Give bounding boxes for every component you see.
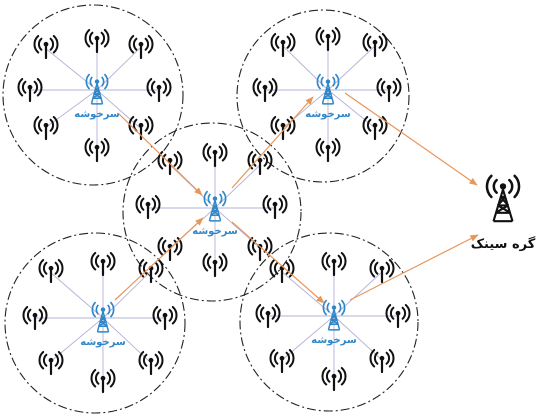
cluster-3: سرخوشه	[122, 122, 302, 302]
sensor-node-icon	[135, 194, 161, 220]
cluster-5: سرخوشه	[239, 232, 419, 412]
sensor-node-icon	[369, 258, 395, 284]
cluster-boundary	[4, 232, 186, 414]
arrow-head2-to-sink	[344, 92, 478, 186]
sensor-node-icon	[202, 142, 228, 168]
cluster-head-label: سرخوشه	[74, 109, 120, 120]
sensor-node-icon	[33, 34, 59, 60]
sensor-node-icon	[38, 350, 64, 376]
sensor-node-icon	[321, 251, 347, 277]
arrow-head5-to-sink	[349, 234, 479, 301]
sensor-node-icon	[362, 32, 388, 58]
sensor-node-icon	[262, 194, 288, 220]
cluster-head-label: سرخوشه	[311, 335, 357, 346]
sensor-node-icon	[315, 26, 341, 52]
cluster-2: سرخوشه	[236, 9, 410, 183]
cluster-1: سرخوشه	[2, 4, 184, 186]
sensor-node-icon	[90, 251, 116, 277]
arrow-head3-to-head5	[231, 221, 325, 304]
cluster-boundary	[2, 4, 184, 186]
cluster-head-label: سرخوشه	[192, 226, 238, 237]
cluster-head-label: سرخوشه	[80, 337, 126, 348]
arrow-head1-to-head3	[117, 112, 203, 196]
cluster-4: سرخوشه	[4, 232, 186, 414]
cluster-boundary	[122, 122, 302, 302]
sensor-node-icon	[270, 115, 296, 141]
sensor-node-icon	[33, 115, 59, 141]
arrow-head4-to-head3	[114, 217, 204, 301]
sensor-node-icon	[38, 258, 64, 284]
sink-tower-icon	[485, 174, 521, 223]
cluster-boundary	[239, 232, 419, 412]
sink-node: گره سینک	[471, 174, 536, 252]
sensor-node-icon	[369, 348, 395, 374]
sensor-node-icon	[362, 115, 388, 141]
sensor-node-icon	[270, 32, 296, 58]
arrow-head3-to-head2	[231, 96, 314, 189]
sensor-node-icon	[84, 28, 110, 54]
cluster-boundary	[236, 9, 410, 183]
forwarding-arrows	[114, 92, 479, 304]
sink-label: گره سینک	[471, 236, 536, 252]
cluster-head-label: سرخوشه	[305, 109, 351, 120]
